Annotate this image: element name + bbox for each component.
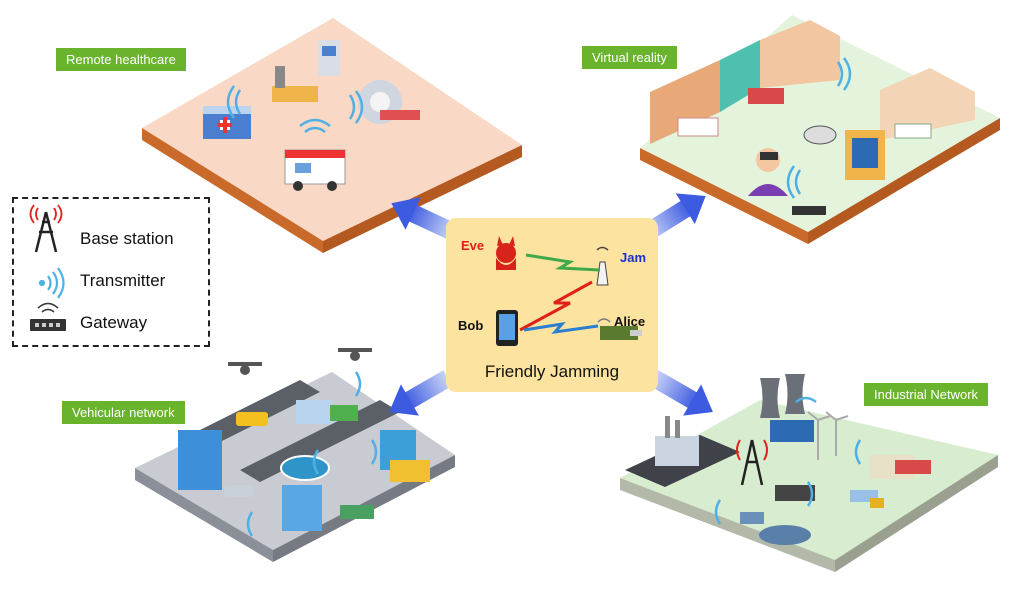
gateway-icon	[30, 302, 66, 331]
legend-item-gateway: Gateway	[14, 303, 208, 343]
legend-item-base-station: Base station	[14, 219, 208, 259]
eve-devil-icon	[496, 236, 516, 270]
industrial-network-tag: Industrial Network	[864, 383, 989, 406]
arrow-to-industrial-network	[649, 370, 713, 416]
remote-healthcare-tag: Remote healthcare	[56, 48, 186, 71]
remote-healthcare-tile	[142, 18, 522, 253]
transmitter-icon	[38, 267, 65, 299]
legend-label: Gateway	[80, 313, 148, 332]
legend-label: Base station	[80, 229, 174, 248]
jam-antenna-icon	[596, 246, 609, 286]
alice-label: Alice	[614, 314, 646, 329]
arrow-to-vehicular-network	[389, 370, 453, 416]
arrow-to-remote-healthcare	[391, 197, 457, 241]
legend-icons	[29, 204, 66, 331]
legend: Base station Transmitter Gateway	[12, 197, 210, 347]
bob-phone-icon	[496, 310, 518, 346]
legend-label: Transmitter	[80, 271, 166, 290]
virtual-reality-tag: Virtual reality	[582, 46, 677, 69]
jam-label: Jam	[620, 250, 647, 265]
virtual-reality-tile	[640, 15, 1000, 244]
alice-device-icon	[597, 318, 642, 340]
jam-bob-bolt	[519, 280, 593, 332]
friendly-jamming-panel	[446, 218, 658, 392]
eve-jam-bolt	[525, 253, 601, 272]
base-station-icon	[29, 204, 63, 253]
vehicular-network-tile	[135, 348, 455, 562]
vehicular-network-tag: Vehicular network	[62, 401, 185, 424]
bob-alice-bolt	[523, 321, 599, 335]
industrial-network-tile	[620, 374, 998, 572]
eve-label: Eve	[461, 238, 485, 253]
legend-item-transmitter: Transmitter	[14, 261, 208, 301]
bob-label: Bob	[458, 318, 484, 333]
friendly-jamming-title: Friendly Jamming	[484, 362, 620, 381]
